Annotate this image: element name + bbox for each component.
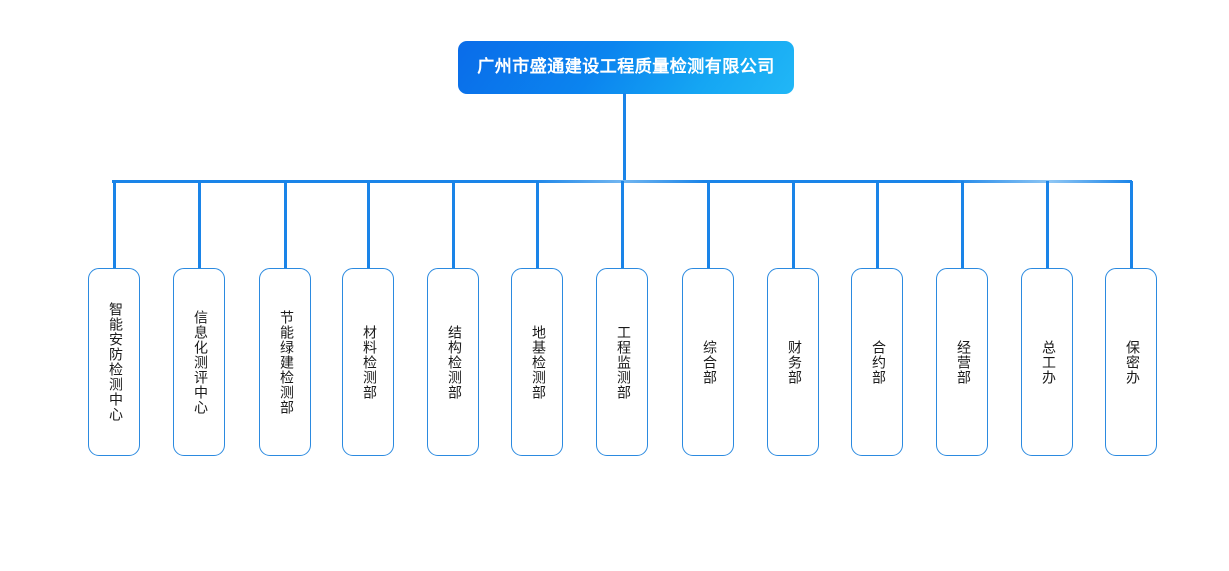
- department-node-label: 信息化测评中心: [191, 309, 208, 415]
- department-node-label: 综合部: [700, 339, 717, 385]
- connector-drop-13: [1130, 181, 1133, 269]
- connector-drop-6: [536, 181, 539, 269]
- department-node[interactable]: 合约部: [851, 268, 903, 456]
- connector-drop-11: [961, 181, 964, 269]
- connector-drop-3: [284, 181, 287, 269]
- department-node[interactable]: 地基检测部: [511, 268, 563, 456]
- department-node-label: 合约部: [869, 339, 886, 385]
- connector-drop-10: [876, 181, 879, 269]
- department-node[interactable]: 工程监测部: [596, 268, 648, 456]
- org-root-node-label: 广州市盛通建设工程质量检测有限公司: [477, 57, 775, 77]
- department-node-label: 财务部: [785, 339, 802, 385]
- department-node[interactable]: 总工办: [1021, 268, 1073, 456]
- department-node-label: 总工办: [1039, 339, 1056, 385]
- connector-drop-7: [621, 181, 624, 269]
- department-node-label: 地基检测部: [529, 324, 546, 400]
- department-node[interactable]: 节能绿建检测部: [259, 268, 311, 456]
- connector-drop-4: [367, 181, 370, 269]
- connector-root-stem: [623, 93, 626, 182]
- connector-drop-5: [452, 181, 455, 269]
- department-node-label: 保密办: [1123, 339, 1140, 385]
- connector-drop-12: [1046, 181, 1049, 269]
- department-node-label: 节能绿建检测部: [277, 309, 294, 415]
- department-node[interactable]: 经营部: [936, 268, 988, 456]
- department-node[interactable]: 信息化测评中心: [173, 268, 225, 456]
- department-node-label: 经营部: [954, 339, 971, 385]
- connector-drop-8: [707, 181, 710, 269]
- connector-drop-2: [198, 181, 201, 269]
- department-node[interactable]: 智能安防检测中心: [88, 268, 140, 456]
- department-node-label: 智能安防检测中心: [106, 302, 123, 422]
- department-node-label: 结构检测部: [445, 324, 462, 400]
- org-root-node[interactable]: 广州市盛通建设工程质量检测有限公司: [458, 41, 794, 94]
- department-node[interactable]: 材料检测部: [342, 268, 394, 456]
- connector-drop-9: [792, 181, 795, 269]
- department-node-label: 工程监测部: [614, 324, 631, 400]
- department-node[interactable]: 综合部: [682, 268, 734, 456]
- department-node[interactable]: 财务部: [767, 268, 819, 456]
- department-node[interactable]: 结构检测部: [427, 268, 479, 456]
- department-node[interactable]: 保密办: [1105, 268, 1157, 456]
- department-node-label: 材料检测部: [360, 324, 377, 400]
- connector-drop-1: [113, 181, 116, 269]
